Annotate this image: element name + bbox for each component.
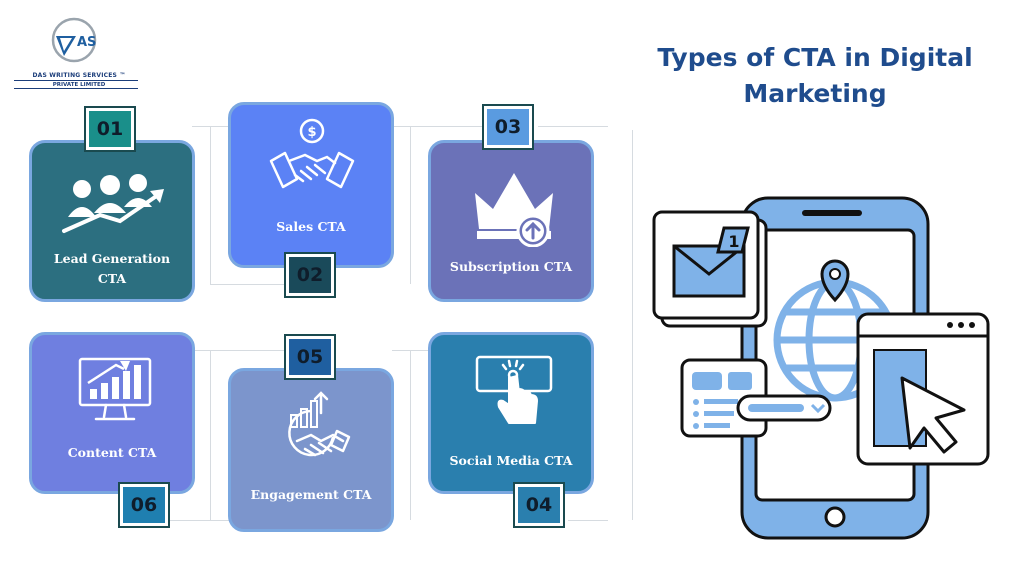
- title-line-2: Marketing: [743, 79, 887, 108]
- card-label-line-1: Sales CTA: [276, 219, 346, 234]
- page-title: Types of CTA in Digital Marketing: [640, 40, 990, 112]
- card-label: Content CTA: [32, 443, 192, 463]
- connector-line: [632, 130, 633, 520]
- mail-notification-count: 1: [728, 232, 739, 251]
- das-logo-icon: AS: [51, 17, 96, 63]
- card-subscription: Subscription CTA: [428, 140, 594, 302]
- connector-line: [538, 126, 608, 127]
- badge-number: 06: [123, 487, 165, 523]
- title-line-1: Types of CTA in Digital: [657, 43, 973, 72]
- touch-screen-icon: [475, 355, 553, 424]
- card-number-badge: 04: [513, 482, 565, 528]
- card-label-line-2: CTA: [97, 271, 127, 286]
- connector-line: [170, 520, 230, 521]
- card-number-badge: 03: [482, 104, 534, 150]
- card-label: Sales CTA: [231, 217, 391, 237]
- card-number-badge: 02: [284, 252, 336, 298]
- card-social-media: Social Media CTA: [428, 332, 594, 494]
- card-lead-generation: Lead Generation CTA: [29, 140, 195, 302]
- card-label-line-1: Social Media CTA: [449, 453, 573, 468]
- card-number-badge: 05: [284, 334, 336, 380]
- card-label-line-1: Subscription CTA: [449, 259, 573, 274]
- card-label: Social Media CTA: [431, 451, 591, 471]
- badge-number: 01: [89, 111, 131, 147]
- connector-line: [210, 126, 211, 284]
- connector-line: [410, 126, 411, 284]
- svg-text:AS: AS: [77, 35, 96, 50]
- card-number-badge: 01: [84, 106, 136, 152]
- card-label-line-1: Content CTA: [67, 445, 157, 460]
- card-label: Lead Generation CTA: [32, 249, 192, 289]
- logo-divider: [14, 80, 138, 81]
- badge-number: 03: [487, 109, 529, 145]
- svg-text:$: $: [307, 125, 316, 140]
- connector-line: [210, 350, 211, 520]
- company-logo: AS DAS WRITING SERVICES ™ PRIVATE LIMITE…: [14, 14, 144, 94]
- connector-line: [392, 126, 482, 127]
- card-label: Subscription CTA: [431, 257, 591, 277]
- handshake-chart-icon: [288, 391, 351, 457]
- card-content: Content CTA: [29, 332, 195, 494]
- card-label: Engagement CTA: [231, 485, 391, 505]
- card-label-line-1: Engagement CTA: [250, 487, 372, 502]
- connector-line: [410, 350, 411, 520]
- connector-line: [192, 350, 292, 351]
- card-sales: $ Sales CTA: [228, 102, 394, 268]
- badge-number: 05: [289, 339, 331, 375]
- crown-upload-icon: [475, 173, 553, 247]
- monitor-chart-icon: [78, 357, 152, 421]
- badge-number: 04: [518, 487, 560, 523]
- logo-company-name: DAS WRITING SERVICES ™: [32, 72, 126, 79]
- badge-number: 02: [289, 257, 331, 293]
- card-engagement: Engagement CTA: [228, 368, 394, 532]
- phone-globe-cursor-icon: 1: [652, 196, 990, 540]
- people-growth-icon: [62, 174, 164, 233]
- logo-company-type: PRIVATE LIMITED: [52, 82, 106, 88]
- card-label-line-1: Lead Generation: [53, 251, 171, 266]
- connector-line: [210, 284, 292, 285]
- logo-underline: [14, 88, 138, 89]
- handshake-dollar-icon: $: [269, 118, 355, 189]
- card-number-badge: 06: [118, 482, 170, 528]
- connector-line: [568, 520, 608, 521]
